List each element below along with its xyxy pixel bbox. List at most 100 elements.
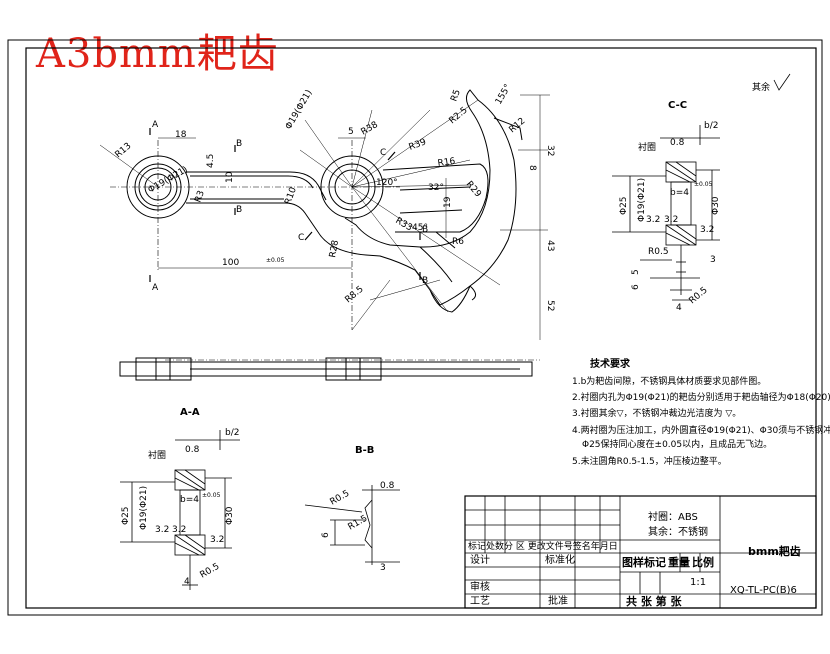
svg-text:b/2: b/2 bbox=[704, 121, 718, 131]
svg-text:0.8: 0.8 bbox=[185, 445, 200, 455]
dim-r25: R2.5 bbox=[448, 105, 470, 126]
svg-text:Φ19(Φ21): Φ19(Φ21) bbox=[139, 486, 149, 530]
tech-req-heading: 技术要求 bbox=[590, 357, 631, 370]
svg-text:4: 4 bbox=[676, 303, 682, 313]
svg-text:Φ25: Φ25 bbox=[619, 196, 629, 215]
section-aa bbox=[120, 430, 240, 590]
svg-text:4: 4 bbox=[184, 577, 190, 587]
dim-19: 19 bbox=[443, 196, 453, 208]
svg-text:R0.5: R0.5 bbox=[329, 489, 352, 508]
label-c-2: C bbox=[380, 148, 386, 158]
svg-text:3.2: 3.2 bbox=[210, 535, 224, 545]
svg-text:衬圈: 衬圈 bbox=[148, 449, 166, 461]
dim-r33: R33 bbox=[394, 216, 414, 234]
revision-header: 标记处数分 区 更改文件号签名年月日 bbox=[468, 540, 618, 552]
svg-text:3.2: 3.2 bbox=[646, 215, 660, 225]
dim-r28: R28 bbox=[328, 239, 341, 258]
svg-text:6: 6 bbox=[631, 284, 641, 290]
sheet-count: 共 张 第 张 bbox=[626, 594, 682, 608]
svg-text:±0.05: ±0.05 bbox=[694, 181, 713, 188]
label-b-3: B bbox=[422, 225, 428, 235]
svg-text:5: 5 bbox=[631, 269, 641, 275]
svg-text:b=4: b=4 bbox=[180, 495, 199, 505]
svg-text:3.2: 3.2 bbox=[700, 225, 714, 235]
svg-text:Φ30: Φ30 bbox=[225, 506, 235, 525]
section-cc-title: C-C bbox=[668, 100, 687, 111]
svg-text:工艺: 工艺 bbox=[470, 595, 490, 607]
dim-32: 32 bbox=[545, 145, 555, 156]
svg-text:R0.5: R0.5 bbox=[688, 285, 710, 306]
svg-text:批准: 批准 bbox=[548, 594, 568, 607]
svg-text:衬圈: 衬圈 bbox=[638, 141, 656, 153]
svg-text:Φ30: Φ30 bbox=[711, 196, 721, 215]
tech-req-item: 2.衬圈内孔为Φ19(Φ21)的耙齿分别适用于耙齿轴径为Φ18(Φ20)。 bbox=[572, 391, 830, 403]
dim-5: 5 bbox=[348, 127, 354, 137]
section-aa-title: A-A bbox=[180, 407, 200, 418]
dim-8: 8 bbox=[527, 165, 537, 171]
svg-text:0.8: 0.8 bbox=[380, 481, 395, 491]
dim-10: 10 bbox=[225, 171, 235, 183]
main-view-labels: A A B B B B C C 18 5 R13 Φ19(Φ21) 4.5 10… bbox=[114, 83, 555, 312]
dim-18: 18 bbox=[175, 130, 187, 140]
part-name: bmm耙齿 bbox=[748, 544, 801, 558]
center-lines bbox=[110, 140, 540, 361]
scale-value: 1:1 bbox=[690, 577, 706, 588]
outer-frame bbox=[7, 39, 823, 616]
material-liner: 衬圈：ABS bbox=[648, 510, 698, 523]
section-bb bbox=[304, 485, 400, 565]
section-cc bbox=[612, 125, 720, 301]
title-block bbox=[464, 495, 817, 609]
section-bb-labels: 0.8 R0.5 6 R1.5 3 bbox=[321, 481, 395, 573]
tech-req-item: 1.b为耙齿间隙，不锈钢具体材质要求见部件图。 bbox=[572, 375, 766, 387]
label-b-4: B bbox=[422, 276, 428, 286]
dim-43: 43 bbox=[545, 240, 555, 251]
inner-frame bbox=[25, 47, 817, 609]
dim-100-tol: ±0.05 bbox=[266, 257, 285, 264]
svg-text:3.2: 3.2 bbox=[172, 525, 186, 535]
dim-45deg: 45° bbox=[412, 223, 428, 233]
dim-155: 155° bbox=[494, 83, 514, 107]
label-b-1: B bbox=[236, 139, 242, 149]
svg-text:Φ25: Φ25 bbox=[121, 506, 131, 525]
dim-r38: R38 bbox=[360, 120, 381, 138]
svg-text:R1.5: R1.5 bbox=[347, 514, 370, 533]
svg-text:3.2: 3.2 bbox=[664, 215, 678, 225]
tech-req-item: 3.衬圈其余▽，不锈钢冲裁边光洁度为 ▽。 bbox=[572, 407, 741, 419]
dim-120: 120° bbox=[376, 178, 398, 188]
dim-r39: R39 bbox=[408, 137, 428, 153]
section-cc-labels: b/2 衬圈 0.8 Φ25 Φ19(Φ21) Φ30 b=4 ±0.05 4 … bbox=[619, 121, 721, 313]
dim-r13: R13 bbox=[114, 141, 134, 160]
dim-52: 52 bbox=[545, 300, 555, 311]
svg-text:b/2: b/2 bbox=[225, 428, 239, 438]
dim-phi19: Φ19(Φ21) bbox=[147, 165, 190, 196]
label-a-bottom: A bbox=[152, 283, 159, 293]
svg-text:3: 3 bbox=[380, 563, 386, 573]
roughness-symbol-icon bbox=[773, 73, 791, 91]
label-a-top: A bbox=[152, 120, 159, 130]
roughness-note: 其余 bbox=[752, 81, 770, 93]
dim-r3: R3 bbox=[193, 189, 206, 204]
tech-req-item: 4.两衬圈为压注加工，内外圆直径Φ19(Φ21)、Φ30须与不锈钢冲孔 bbox=[572, 424, 830, 436]
svg-text:图样标记: 图样标记 bbox=[622, 555, 666, 569]
title-block-text: 衬圈：ABS 其余：不锈钢 标记处数分 区 更改文件号签名年月日 设计 标准化 … bbox=[468, 510, 801, 608]
tech-requirements: 技术要求 1.b为耙齿间隙，不锈钢具体材质要求见部件图。 2.衬圈内孔为Φ19(… bbox=[572, 357, 830, 467]
svg-text:3: 3 bbox=[710, 255, 716, 265]
svg-text:设计: 设计 bbox=[470, 553, 490, 566]
svg-text:0.8: 0.8 bbox=[670, 138, 685, 148]
drawing-title: A3bmm耙齿 bbox=[36, 31, 279, 77]
dim-r5: R5 bbox=[449, 88, 462, 103]
dim-100: 100 bbox=[222, 258, 239, 268]
svg-text:审核: 审核 bbox=[470, 580, 490, 593]
section-aa-labels: b/2 衬圈 0.8 Φ25 Φ19(Φ21) Φ30 b=4 ±0.05 4 … bbox=[121, 428, 239, 587]
svg-text:±0.05: ±0.05 bbox=[202, 492, 221, 499]
svg-text:3.2: 3.2 bbox=[155, 525, 169, 535]
svg-text:重量: 重量 bbox=[668, 555, 690, 569]
dim-32deg: 32° bbox=[428, 183, 444, 193]
dim-r12: R12 bbox=[508, 116, 528, 135]
main-view bbox=[126, 89, 523, 313]
svg-text:Φ19(Φ21): Φ19(Φ21) bbox=[637, 178, 647, 222]
side-view bbox=[119, 357, 533, 381]
dim-r85: R8.5 bbox=[344, 284, 366, 305]
dim-r16: R16 bbox=[437, 157, 456, 169]
